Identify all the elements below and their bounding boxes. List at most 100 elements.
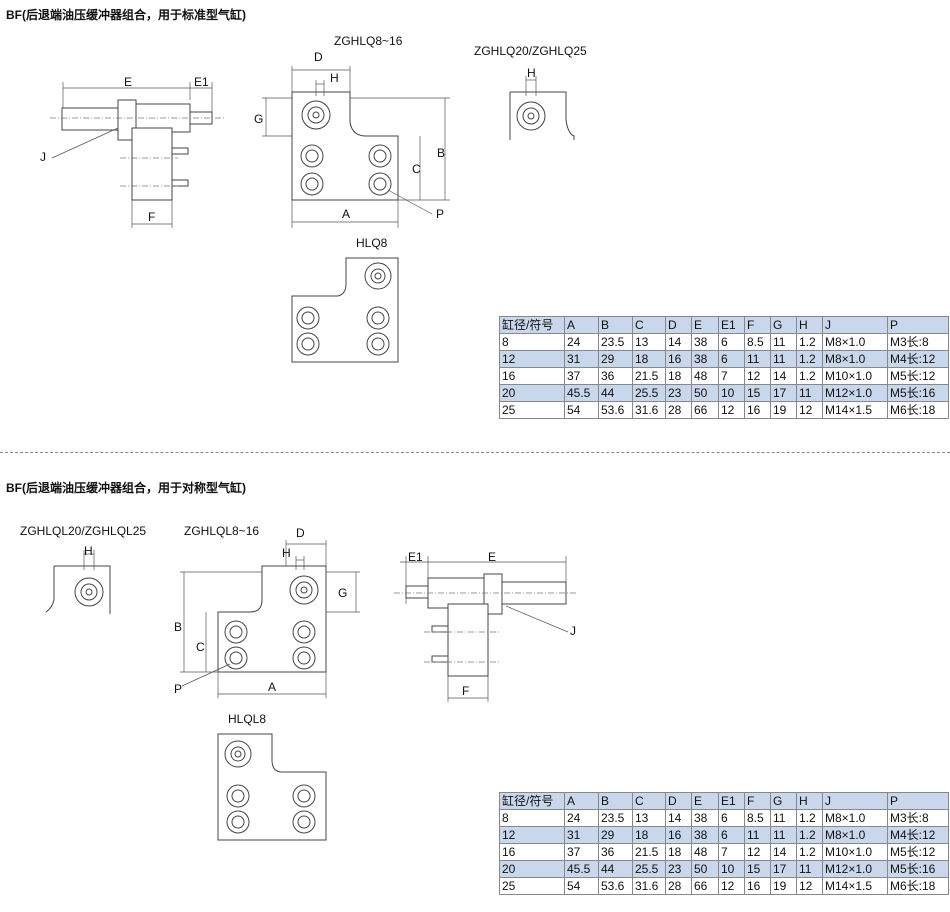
table-cell: M12×1.0 <box>822 860 888 878</box>
section2-title: BF(后退端油压缓冲器组合，用于对称型气缸) <box>6 481 246 495</box>
table-cell: 24 <box>564 333 599 351</box>
header-cell: A <box>564 792 599 810</box>
table-cell: M14×1.5 <box>822 877 888 895</box>
table-cell: 45.5 <box>564 860 599 878</box>
table-cell: 54 <box>564 877 599 895</box>
table-cell: 19 <box>770 877 797 895</box>
table-cell: 1.2 <box>796 333 823 351</box>
header-cell: B <box>598 792 633 810</box>
table-row: 8 24 23.5 13 14 38 6 8.5 11 1.2 M8×1.0 M… <box>499 809 949 827</box>
table-cell: 44 <box>598 384 633 402</box>
table-cell: 12 <box>744 367 771 385</box>
table-cell: 24 <box>564 809 599 827</box>
dim-b-label-2: B <box>174 620 183 634</box>
table-cell: 53.6 <box>598 401 633 419</box>
side-view-drawing-1 <box>50 82 225 228</box>
dim-b-label: B <box>437 146 446 160</box>
header-cell: D <box>665 792 692 810</box>
dim-f-label-2: F <box>462 684 470 698</box>
table-cell: 38 <box>691 826 719 844</box>
table-cell: 8.5 <box>744 809 771 827</box>
header-cell: J <box>822 792 888 810</box>
table-cell: M5长:16 <box>887 384 949 402</box>
dim-a-label: A <box>342 207 351 221</box>
table-cell: 66 <box>691 877 719 895</box>
table-row: 12 31 29 18 16 38 6 11 11 1.2 M8×1.0 M4长… <box>499 350 949 368</box>
hlql8-label: HLQL8 <box>228 712 267 726</box>
table-cell: 6 <box>718 809 745 827</box>
table-cell: M4长:12 <box>887 826 949 844</box>
table-cell: 10 <box>718 384 745 402</box>
table-row: 8 24 23.5 13 14 38 6 8.5 11 1.2 M8×1.0 M… <box>499 333 949 351</box>
table-cell: 7 <box>718 843 745 861</box>
table-cell: 17 <box>770 384 797 402</box>
spec-table-2: 缸径/符号 A B C D E E1 F G H J P 8 24 23.5 1… <box>499 792 949 895</box>
table-cell: 31.6 <box>632 877 666 895</box>
table-cell: 13 <box>632 333 666 351</box>
hlql8-drawing <box>217 733 327 841</box>
table-cell: 53.6 <box>598 877 633 895</box>
table-cell: 12 <box>499 826 565 844</box>
header-cell: C <box>632 316 666 334</box>
table-cell: 11 <box>796 860 823 878</box>
table-header-row: 缸径/符号 A B C D E E1 F G H J P <box>499 792 949 810</box>
zghlq20-25-drawing <box>509 76 575 140</box>
table-cell: 25 <box>499 401 565 419</box>
table-cell: 25 <box>499 877 565 895</box>
zghlql8-16-drawing <box>180 540 360 698</box>
table-cell: 18 <box>665 843 692 861</box>
dim-e-label: E <box>124 75 133 89</box>
table-cell: 12 <box>718 877 745 895</box>
dim-e1-label-2: E1 <box>408 550 423 564</box>
table-cell: 8 <box>499 809 565 827</box>
table-row: 16 37 36 21.5 18 48 7 12 14 1.2 M10×1.0 … <box>499 367 949 385</box>
table-cell: 16 <box>665 350 692 368</box>
table-cell: 48 <box>691 843 719 861</box>
section1-title: BF(后退端油压缓冲器组合，用于标准型气缸) <box>6 8 246 22</box>
header-cell: E <box>691 792 719 810</box>
table-cell: 28 <box>665 401 692 419</box>
table-cell: 18 <box>632 826 666 844</box>
table-cell: 16 <box>665 826 692 844</box>
table-cell: 11 <box>770 826 797 844</box>
table-row: 20 45.5 44 25.5 23 50 10 15 17 11 M12×1.… <box>499 860 949 878</box>
table-cell: 37 <box>564 843 599 861</box>
table-cell: 1.2 <box>796 809 823 827</box>
table-cell: 17 <box>770 860 797 878</box>
section-divider <box>0 452 950 453</box>
table-row: 16 37 36 21.5 18 48 7 12 14 1.2 M10×1.0 … <box>499 843 949 861</box>
table-cell: M3长:8 <box>887 333 949 351</box>
table-cell: 23.5 <box>598 809 633 827</box>
table-cell: 21.5 <box>632 843 666 861</box>
table-cell: 31 <box>564 826 599 844</box>
header-cell: B <box>598 316 633 334</box>
table-cell: 1.2 <box>796 843 823 861</box>
zghlq8-16-drawing <box>262 66 450 228</box>
dim-f-label: F <box>148 210 156 224</box>
dim-c-label: C <box>412 162 421 176</box>
table-cell: 23 <box>665 860 692 878</box>
table-cell: 15 <box>744 860 771 878</box>
table-cell: 10 <box>718 860 745 878</box>
dim-p-label-2: P <box>174 682 183 696</box>
zghlq8-16-label: ZGHLQ8~16 <box>334 34 403 48</box>
table-cell: 12 <box>796 877 823 895</box>
table-cell: 12 <box>796 401 823 419</box>
table-cell: 31 <box>564 350 599 368</box>
header-cell: P <box>887 316 949 334</box>
table-cell: 23 <box>665 384 692 402</box>
header-cell: 缸径/符号 <box>499 792 565 810</box>
table-cell: 16 <box>499 843 565 861</box>
header-cell: C <box>632 792 666 810</box>
table-cell: 14 <box>770 843 797 861</box>
dim-d-label: D <box>314 50 323 64</box>
table-cell: 6 <box>718 826 745 844</box>
header-cell: A <box>564 316 599 334</box>
spec-table-1: 缸径/符号 A B C D E E1 F G H J P 8 24 23.5 1… <box>499 316 949 419</box>
dim-a-label-2: A <box>268 680 277 694</box>
dim-d-label-2: D <box>296 526 305 540</box>
table-cell: 15 <box>744 384 771 402</box>
table-cell: 14 <box>665 809 692 827</box>
table-cell: 12 <box>744 843 771 861</box>
dim-h-label-2b: H <box>282 546 291 560</box>
